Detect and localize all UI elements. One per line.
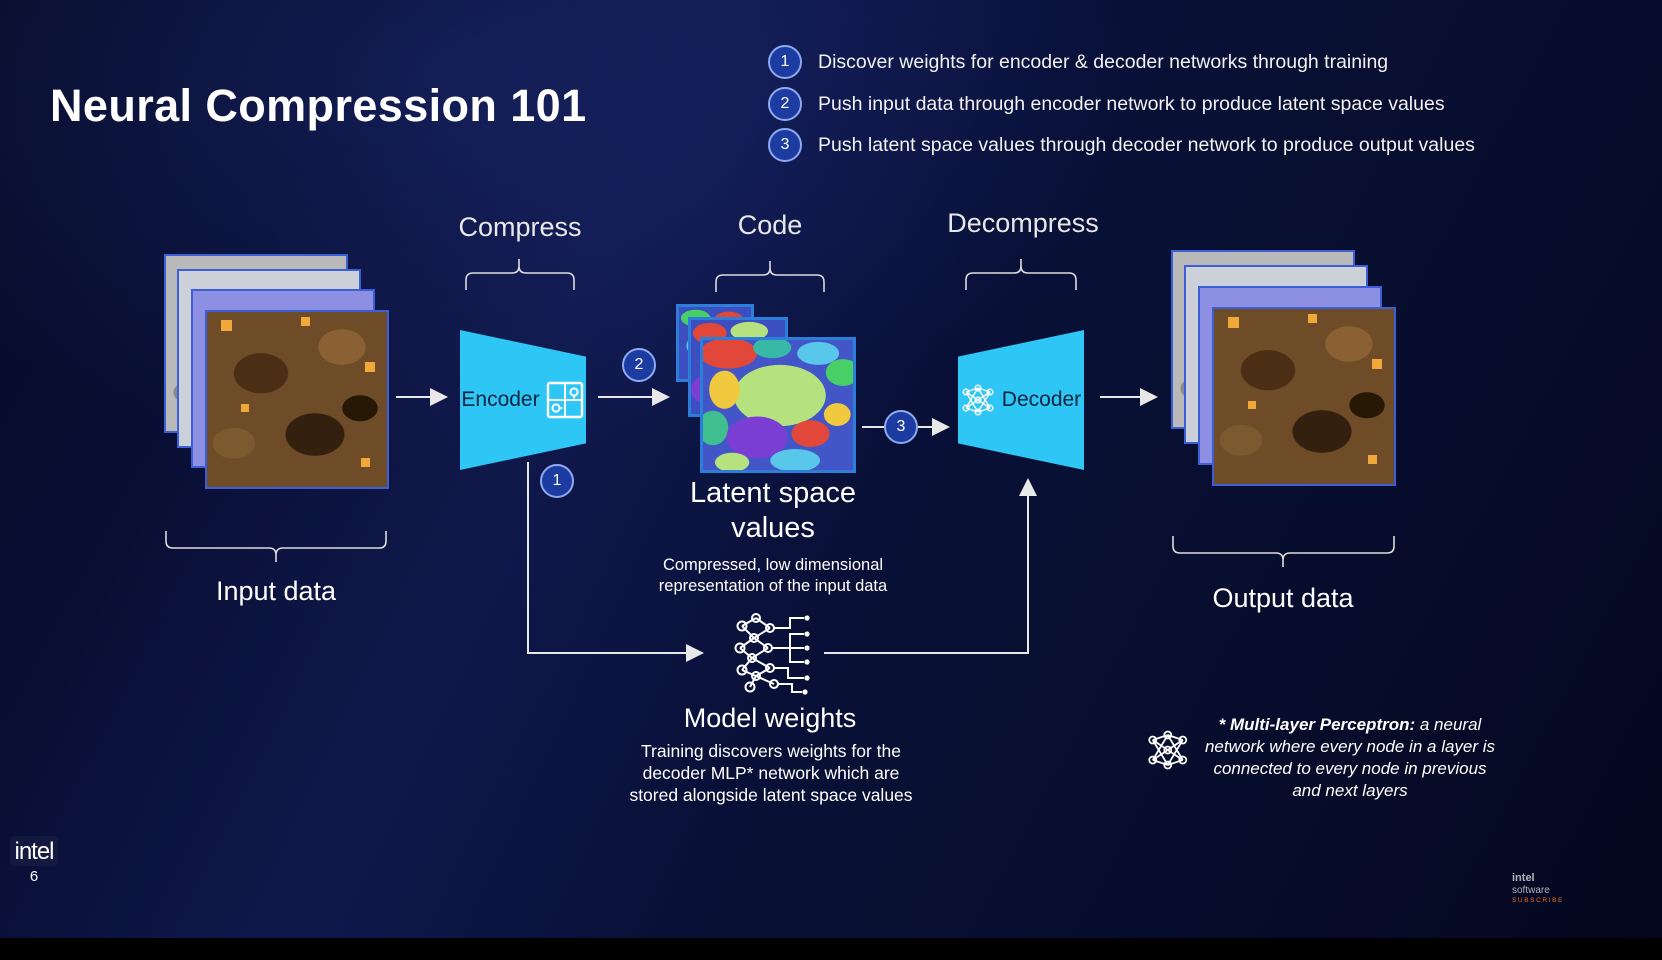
badge-step-3: 3 <box>884 410 918 444</box>
watermark-subscribe: SUBSCRIBE <box>1512 897 1564 905</box>
badge-step-2: 2 <box>622 348 656 382</box>
decoder-label: Decoder <box>1001 388 1082 411</box>
bottom-letterbox-bar <box>0 938 1662 960</box>
code-bracket <box>715 261 825 292</box>
watermark-intel: intel <box>1512 872 1535 884</box>
slide-canvas: Neural Compression 101 1 Discover weight… <box>0 0 1662 938</box>
decoder-block: Decoder <box>958 330 1084 470</box>
mlp-footnote: * Multi-layer Perceptron: a neural netwo… <box>1202 714 1498 802</box>
latent-space-description: Compressed, low dimensional representati… <box>658 555 888 596</box>
latent-space-title: Latent space values <box>689 477 857 545</box>
intel-software-watermark: intel software SUBSCRIBE <box>1512 872 1564 905</box>
encoder-label: Encoder <box>461 388 540 411</box>
output-image-layer-4 <box>1212 307 1396 486</box>
step-3-number-badge: 3 <box>768 128 802 162</box>
step-row-3: 3 Push latent space values through decod… <box>768 127 1475 163</box>
compress-bracket <box>465 259 575 290</box>
watermark-software: software <box>1512 884 1550 896</box>
input-data-brace <box>165 531 387 562</box>
output-data-brace <box>1172 536 1395 567</box>
output-data-label: Output data <box>1212 583 1354 613</box>
badge-step-1: 1 <box>540 464 574 498</box>
latent-space-text: Latent space values Compressed, low dime… <box>638 476 908 598</box>
decompress-label: Decompress <box>947 208 1099 238</box>
model-weights-title: Model weights <box>683 703 857 733</box>
code-label: Code <box>737 210 803 240</box>
step-row-2: 2 Push input data through encoder networ… <box>768 86 1445 122</box>
mlp-footnote-term: * Multi-layer Perceptron: <box>1218 715 1416 734</box>
input-data-label: Input data <box>215 576 337 606</box>
mlp-footnote-text: a neural network where every node in a l… <box>1204 715 1496 801</box>
step-2-number-badge: 2 <box>768 87 802 121</box>
compress-label: Compress <box>458 212 582 242</box>
step-1-number-badge: 1 <box>768 45 802 79</box>
intel-logo: intel <box>10 836 58 866</box>
slide-number: 6 <box>29 868 39 885</box>
decoder-network-icon <box>962 384 994 416</box>
step-2-text: Push input data through encoder network … <box>818 92 1445 115</box>
step-row-1: 1 Discover weights for encoder & decoder… <box>768 44 1388 80</box>
step-1-text: Discover weights for encoder & decoder n… <box>818 50 1389 73</box>
encoder-block: Encoder <box>460 330 586 470</box>
slide-title: Neural Compression 101 <box>50 80 587 131</box>
latent-image-front <box>700 337 856 473</box>
mlp-footnote-icon <box>1148 730 1188 770</box>
model-weights-description: Training discovers weights for the decod… <box>629 741 913 806</box>
encoder-icon <box>546 381 583 419</box>
decompress-bracket <box>965 259 1077 290</box>
step-3-text: Push latent space values through decoder… <box>818 133 1475 156</box>
intel-logo-text: intel <box>14 838 54 865</box>
model-weights-icon <box>734 613 810 695</box>
input-image-layer-4 <box>205 310 389 489</box>
